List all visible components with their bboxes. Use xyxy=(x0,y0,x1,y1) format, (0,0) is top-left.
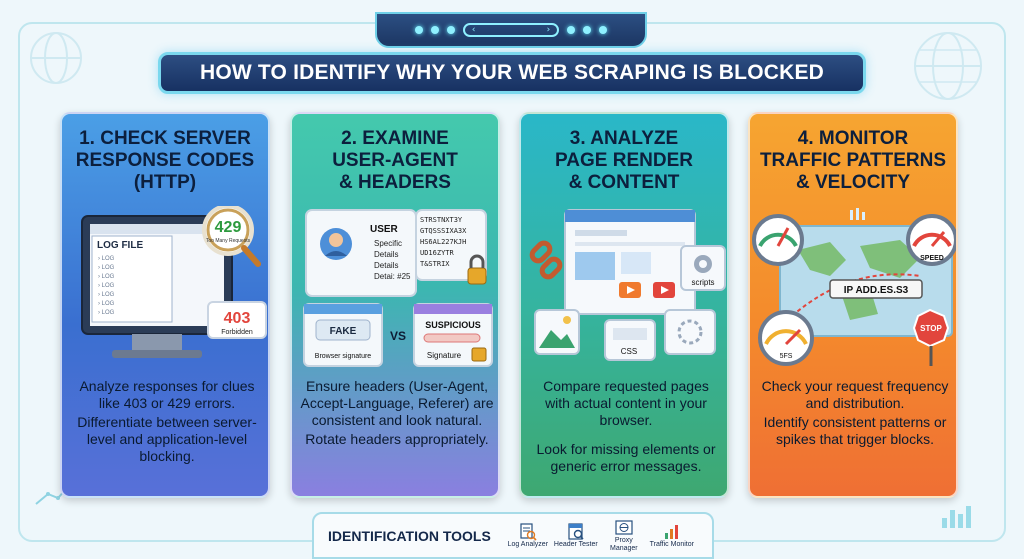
ip-label: IP ADD.ES.S3 xyxy=(844,285,909,296)
tool-label: Header Tester xyxy=(553,540,598,548)
tool-log-analyzer[interactable]: Log Analyzer xyxy=(505,522,551,549)
scrambled-line: HS6AL227KJH xyxy=(420,238,466,246)
log-line: › LOG xyxy=(98,292,115,298)
gauge-label: 5FS xyxy=(780,353,793,360)
scrambled-line: GTQSSSIXA3X xyxy=(420,227,467,235)
traffic-monitor-icon xyxy=(664,524,678,539)
user-detail: Details xyxy=(374,250,398,259)
globe-decoration-icon xyxy=(914,32,982,100)
code-403-label: 403 xyxy=(224,310,251,327)
tool-traffic-monitor[interactable]: Traffic Monitor xyxy=(649,523,695,549)
code-403-text: Forbidden xyxy=(221,329,253,336)
card-analyze-page-render: 3. ANALYZE PAGE RENDER & CONTENT scripts… xyxy=(519,112,729,498)
log-analyzer-icon xyxy=(520,522,537,541)
code-429-label: 429 xyxy=(215,219,242,236)
vs-label: VS xyxy=(390,329,406,343)
suspicious-caption: Signature xyxy=(427,351,462,360)
card-title: 3. ANALYZE PAGE RENDER & CONTENT xyxy=(555,128,693,193)
tool-header-tester[interactable]: Header Tester xyxy=(553,522,599,549)
header-tester-icon xyxy=(568,522,584,540)
log-line: › LOG xyxy=(98,274,115,280)
user-agent-illustration: USER Specific Details Details Detai: #25… xyxy=(303,209,493,367)
bar-chart-decoration-icon xyxy=(942,506,971,528)
card-description: Ensure headers (User-Agent, Accept-Langu… xyxy=(300,378,494,450)
user-detail: Details xyxy=(374,261,398,270)
card-monitor-traffic-patterns: 4. MONITOR TRAFFIC PATTERNS & VELOCITY S… xyxy=(748,112,958,498)
stop-label: STOP xyxy=(920,324,942,333)
suspicious-label: SUSPICIOUS xyxy=(425,320,481,330)
scripts-label: scripts xyxy=(691,278,714,287)
log-file-label: LOG FILE xyxy=(97,240,143,251)
card-paragraph: Check your request frequency and distrib… xyxy=(761,378,949,411)
card-paragraph: Ensure headers (User-Agent, Accept-Langu… xyxy=(300,378,494,428)
fake-label: FAKE xyxy=(330,326,357,337)
page-render-illustration: scripts CSS xyxy=(529,209,726,361)
card-description: Compare requested pages with actual cont… xyxy=(529,378,723,477)
log-line: › LOG xyxy=(98,256,115,262)
tools-title: IDENTIFICATION TOOLS xyxy=(328,527,491,544)
card-paragraph: Analyze responses for clues like 403 or … xyxy=(79,378,255,411)
card-title: 2. EXAMINE USER-AGENT & HEADERS xyxy=(332,128,458,193)
top-device-bar: ‹› xyxy=(375,12,647,48)
tool-proxy-manager[interactable]: Proxy Manager xyxy=(601,519,647,553)
speed-label: SPEED xyxy=(920,255,944,262)
card-paragraph: Identify consistent patterns or spikes t… xyxy=(763,414,947,447)
user-detail: Detai: #25 xyxy=(374,272,411,281)
scrambled-line: UD16ZYTR xyxy=(420,249,455,257)
card-paragraph: Differentiate between server-level and a… xyxy=(77,414,257,464)
card-description: Check your request frequency and distrib… xyxy=(758,378,952,450)
card-check-server-response-codes: 1. CHECK SERVER RESPONSE CODES (HTTP) LO… xyxy=(60,112,270,498)
log-line: › LOG xyxy=(98,301,115,307)
code-429-text: Too Many Requests xyxy=(206,238,251,244)
globe-decoration-icon xyxy=(30,32,82,84)
card-description: Analyze responses for clues like 403 or … xyxy=(70,378,264,467)
tool-label: Traffic Monitor xyxy=(649,540,694,548)
log-line: › LOG xyxy=(98,283,115,289)
card-title: 4. MONITOR TRAFFIC PATTERNS & VELOCITY xyxy=(759,128,947,193)
user-label: USER xyxy=(370,224,399,235)
tool-label: Log Analyzer xyxy=(507,540,549,548)
scrambled-line: STRSTNXT3Y xyxy=(420,216,463,224)
proxy-manager-icon xyxy=(615,519,633,535)
identification-tools-panel: IDENTIFICATION TOOLS Log Analyzer Header… xyxy=(312,512,714,559)
page-title: HOW TO IDENTIFY WHY YOUR WEB SCRAPING IS… xyxy=(158,52,866,94)
user-detail: Specific xyxy=(374,239,402,248)
card-examine-user-agent-headers: 2. EXAMINE USER-AGENT & HEADERS USER Spe… xyxy=(290,112,500,498)
log-line: › LOG xyxy=(98,310,115,316)
fake-caption: Browser signature xyxy=(315,353,372,360)
card-paragraph: Look for missing elements or generic err… xyxy=(536,441,716,474)
monitor-log-illustration: LOG FILE › LOG › LOG › LOG › LOG › LOG ›… xyxy=(81,206,267,358)
card-paragraph: Rotate headers appropriately. xyxy=(305,431,489,447)
card-paragraph: Compare requested pages with actual cont… xyxy=(543,378,709,428)
scrambled-line: T&STRIX xyxy=(420,260,450,268)
traffic-monitor-illustration: SPEED 5FS IP ADD.ES.S3 STOP xyxy=(752,208,956,366)
tool-label: Proxy Manager xyxy=(609,536,638,552)
log-line: › LOG xyxy=(98,265,115,271)
card-title: 1. CHECK SERVER RESPONSE CODES (HTTP) xyxy=(75,128,255,193)
css-label: CSS xyxy=(621,347,637,356)
